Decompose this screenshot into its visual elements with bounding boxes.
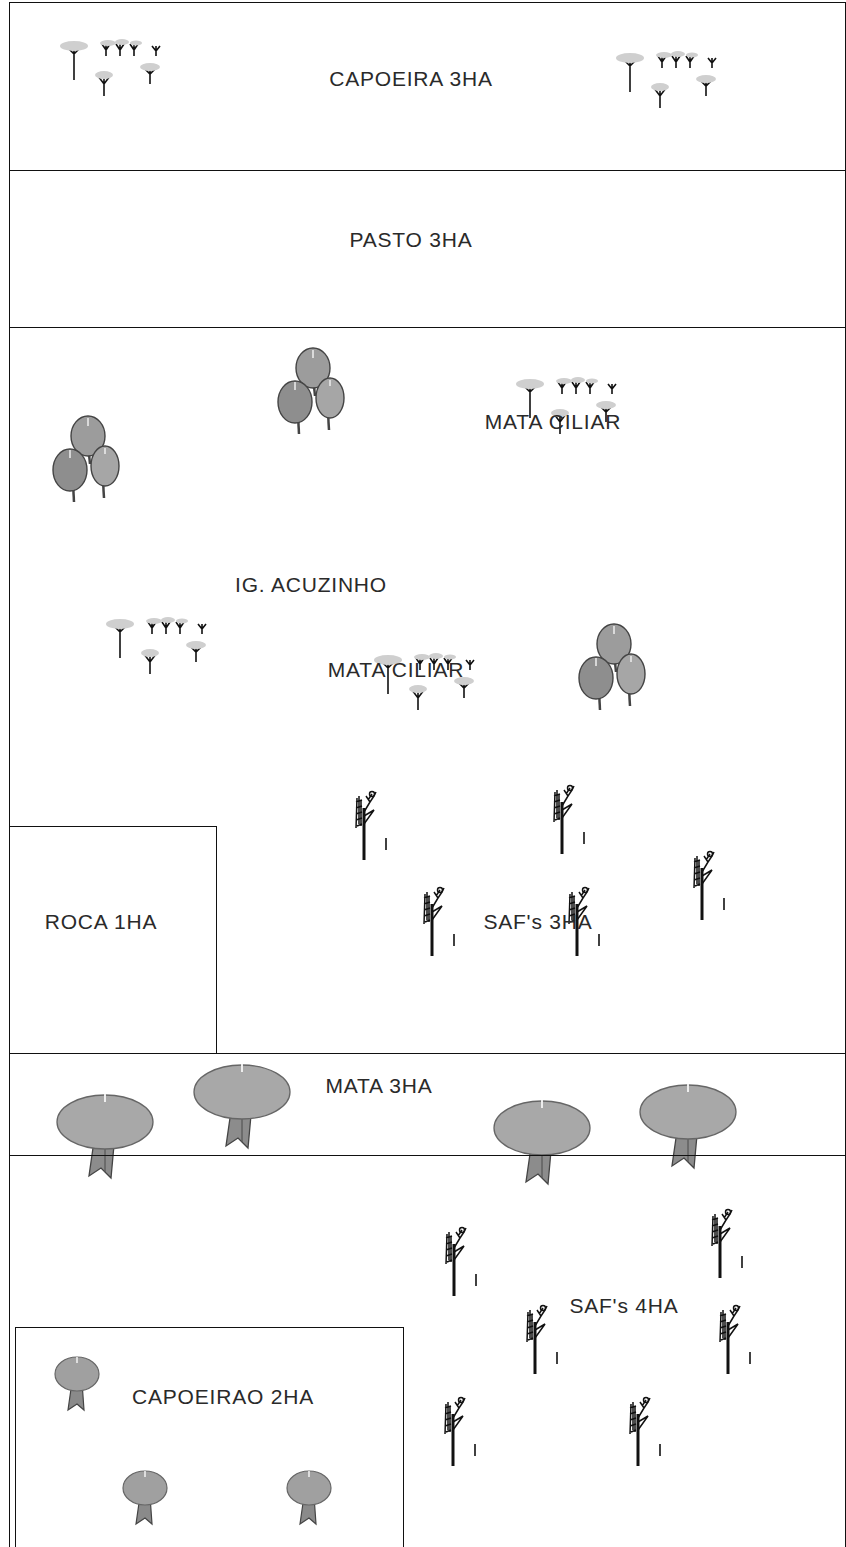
land-parcel: CAPOEIRA 3HA [9,2,846,171]
parcel-label: CAPOEIRA 3HA [329,67,493,90]
parcel-label: MATA 3HA [325,1074,432,1097]
parcel-label: ROCA 1HA [45,910,158,933]
land-parcel: SAF's 4HA CAPOEIRAO 2HA [9,1155,846,1547]
parcel-label: SAF's 4HA [569,1294,678,1317]
palm-plants [356,786,750,1467]
parcel-label: MATA CILIAR [485,410,621,433]
forest-trees [55,1064,736,1524]
land-parcel: ROCA 1HA [10,826,217,1053]
shrub-groups [60,39,716,710]
land-parcel: PASTO 3HA [9,170,846,328]
tree-clusters [53,348,645,710]
parcel-label: PASTO 3HA [349,228,472,251]
parcel-label: MATA CILIAR [328,658,464,681]
parcel-label: SAF's 3HA [483,910,592,933]
land-parcel: MATA CILIAR IG. ACUZINHO MATA CILIAR SAF's … [9,327,846,1054]
land-parcel: CAPOEIRAO 2HA [15,1327,404,1547]
parcel-label: CAPOEIRAO 2HA [132,1385,314,1408]
parcel-label: IG. ACUZINHO [235,573,387,596]
land-parcel: MATA 3HA [9,1053,846,1156]
